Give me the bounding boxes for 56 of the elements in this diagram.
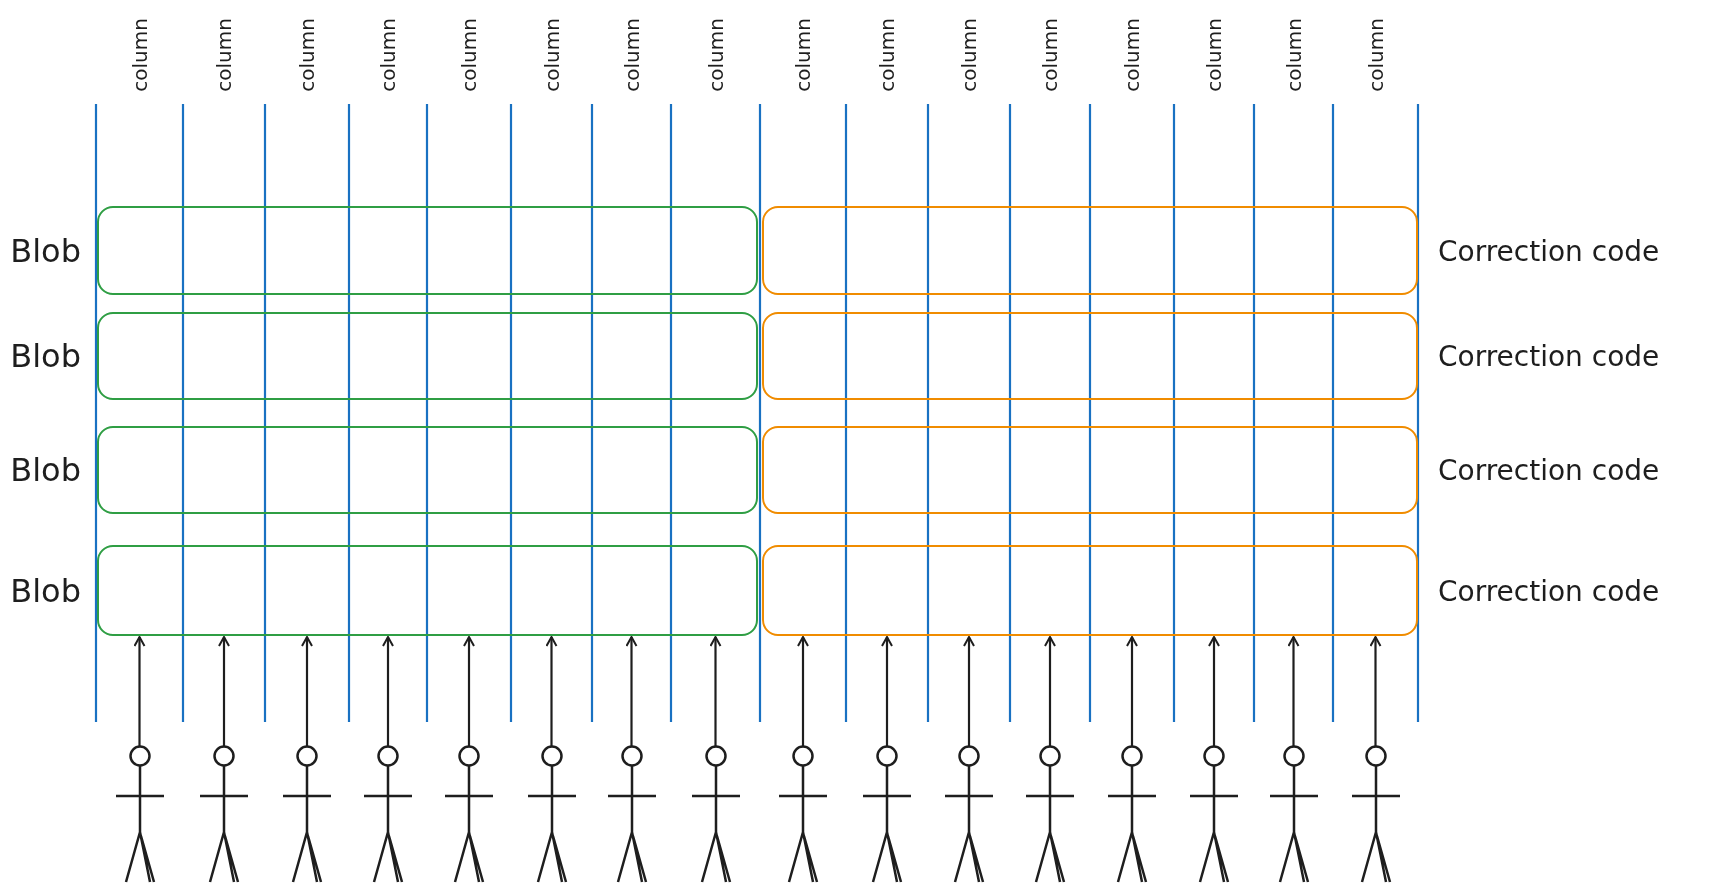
stick-figure-icon xyxy=(198,746,250,884)
column-label: column xyxy=(211,18,236,92)
row-label: Correction code xyxy=(1438,574,1660,607)
arrow xyxy=(1126,636,1138,746)
arrow xyxy=(218,636,230,746)
arrow xyxy=(963,636,975,746)
arrow xyxy=(1369,636,1382,746)
row-label: Blob xyxy=(10,451,81,489)
column-label: column xyxy=(539,18,564,92)
arrow xyxy=(545,636,558,746)
column-label: column xyxy=(1037,18,1062,92)
arrow xyxy=(1208,636,1220,746)
arrow xyxy=(463,636,475,746)
arrow xyxy=(881,636,893,746)
arrow xyxy=(709,636,722,746)
arrow xyxy=(382,636,394,746)
stick-figure-icon xyxy=(1188,746,1240,884)
arrow xyxy=(625,636,638,746)
stick-figure-icon xyxy=(443,746,495,884)
row-label: Correction code xyxy=(1438,339,1660,373)
arrow xyxy=(797,636,809,746)
stick-figure-icon xyxy=(605,746,658,884)
arrow xyxy=(1044,636,1056,746)
stick-figure-icon xyxy=(861,746,913,884)
stick-figure-icon xyxy=(281,746,333,884)
column-label: column xyxy=(127,18,152,92)
column-label: column xyxy=(956,18,981,92)
column-label: column xyxy=(790,18,815,92)
row-label: Blob xyxy=(10,571,81,610)
arrow xyxy=(301,636,313,746)
column-label: column xyxy=(1119,18,1144,92)
column-label: column xyxy=(874,18,899,92)
stick-figure-icon xyxy=(1024,746,1076,884)
stick-figure-icon xyxy=(1106,746,1158,884)
row-label: Blob xyxy=(10,231,81,270)
column-label: column xyxy=(703,18,728,92)
stick-figure-icon xyxy=(1349,746,1402,884)
row-label: Correction code xyxy=(1438,234,1660,267)
stick-figure-icon xyxy=(689,746,742,884)
column-label: column xyxy=(456,18,481,92)
stick-figure-icon xyxy=(362,746,414,884)
column-label: column xyxy=(375,18,400,92)
stick-figure-icon xyxy=(777,746,829,884)
arrow xyxy=(133,636,146,746)
column-label: column xyxy=(1201,18,1226,92)
stick-figure-icon xyxy=(113,746,166,884)
column-label: column xyxy=(619,18,644,92)
arrow xyxy=(1287,636,1300,746)
row-label: Blob xyxy=(10,337,81,375)
stick-figure-icon xyxy=(525,746,578,884)
column-label: column xyxy=(294,18,319,92)
row-label: Correction code xyxy=(1438,453,1660,487)
stick-figure-icon xyxy=(1267,746,1320,884)
stick-figure-icon xyxy=(943,746,995,884)
column-label: column xyxy=(1363,18,1388,92)
column-label: column xyxy=(1281,18,1306,92)
